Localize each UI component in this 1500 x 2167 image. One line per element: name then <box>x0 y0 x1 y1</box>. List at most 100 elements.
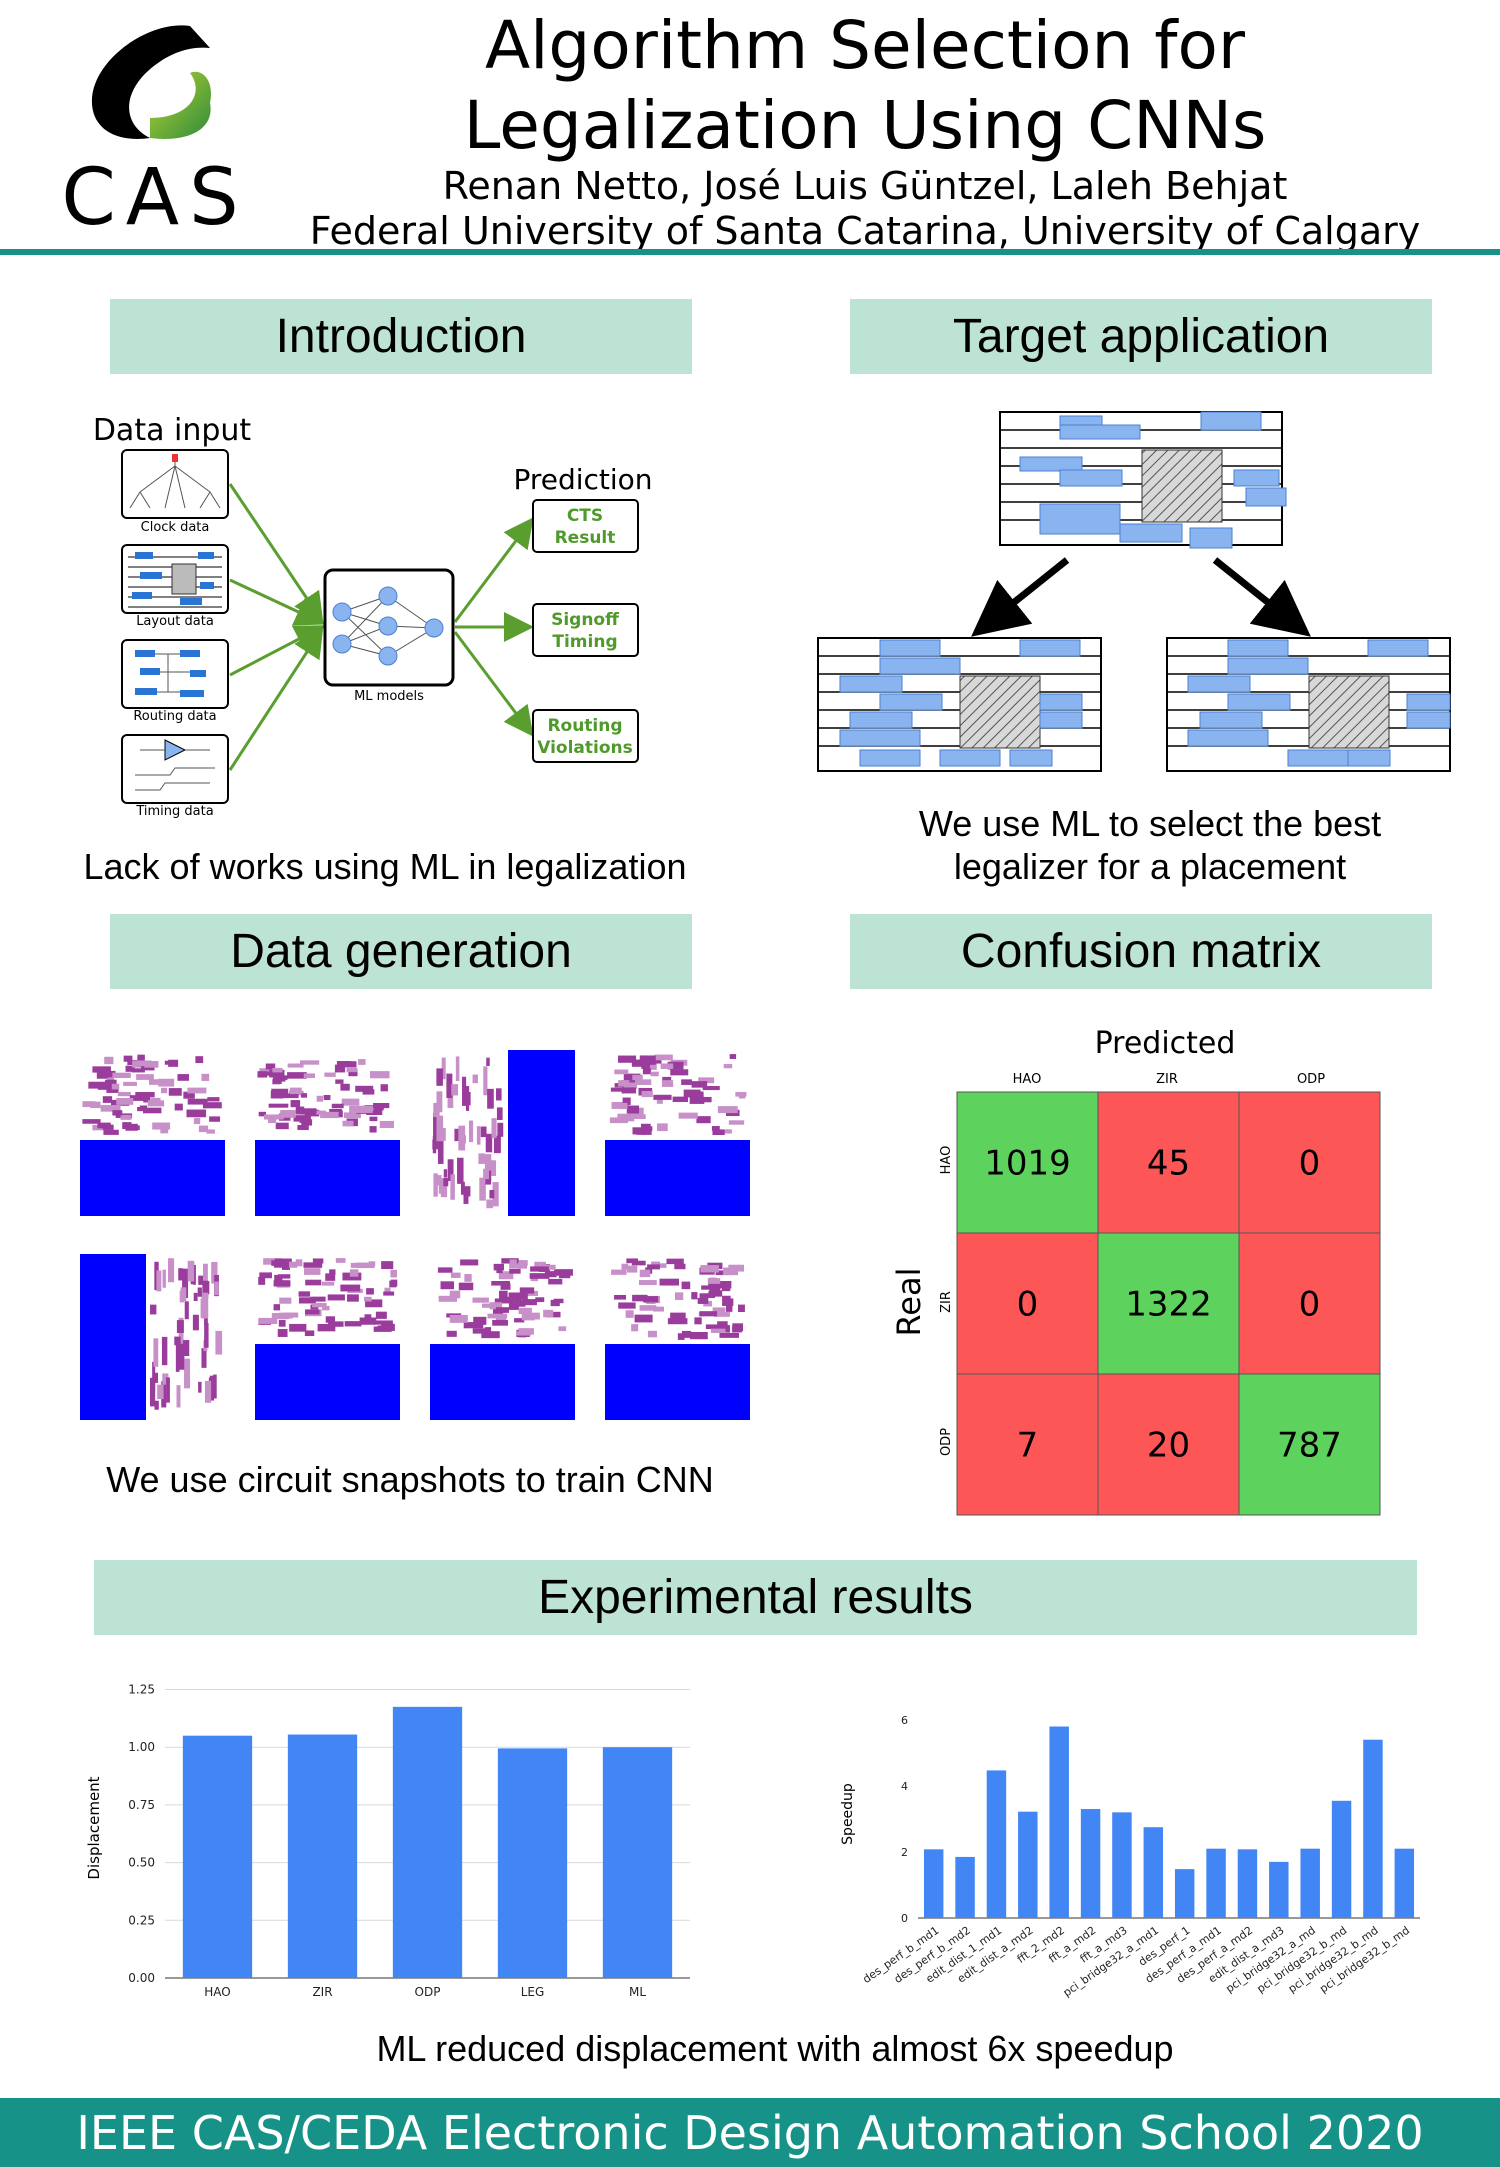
y-tick-label: 1.00 <box>128 1740 155 1754</box>
confusion-cell <box>956 1232 1099 1375</box>
bar <box>182 1735 253 1978</box>
confusion-cell <box>1238 1232 1381 1375</box>
bar <box>955 1856 975 1918</box>
bar <box>1237 1849 1258 1918</box>
bar <box>497 1748 568 1978</box>
snapshot-tile <box>605 1258 750 1420</box>
placement-original <box>999 411 1287 549</box>
cas-logo: CAS <box>40 18 270 238</box>
bar <box>1049 1726 1069 1918</box>
bar <box>392 1706 463 1978</box>
confusion-cell-value: 787 <box>1277 1426 1342 1466</box>
ml-models-label: ML models <box>354 689 424 704</box>
real-label: Real <box>890 1268 928 1337</box>
confusion-matrix-svg: Predicted HAO ZIR ODP Real HAO ZIR ODP 1… <box>890 1026 1381 1516</box>
y-tick-label: 0.75 <box>128 1798 155 1812</box>
output-cts-box: CTS Result <box>532 499 639 553</box>
confusion-cell-value: 20 <box>1147 1426 1190 1466</box>
bar <box>1363 1739 1383 1918</box>
bar <box>1018 1811 1038 1918</box>
x-tick-label: LEG <box>521 1985 545 1999</box>
bar <box>1206 1848 1226 1918</box>
layout-data-label: Layout data <box>136 614 214 629</box>
authors: Renan Netto, José Luis Güntzel, Laleh Be… <box>442 164 1288 208</box>
output-routing-box: Routing Violations <box>532 709 639 763</box>
confusion-cell-value: 0 <box>1299 1144 1321 1184</box>
snapshot-grid <box>80 1050 750 1422</box>
split-arrows <box>971 557 1311 637</box>
row-label-odp: ODP <box>939 1428 954 1456</box>
snapshot-tile <box>605 1054 750 1216</box>
bar <box>986 1770 1007 1918</box>
snapshot-tile <box>432 1050 575 1216</box>
bar <box>287 1734 358 1978</box>
experimental-heading: Experimental results <box>94 1560 1417 1635</box>
confusion-cell <box>1238 1091 1381 1234</box>
bar <box>1174 1869 1195 1918</box>
layout-data-box <box>121 544 229 614</box>
confusion-cell-value: 7 <box>1017 1426 1039 1466</box>
x-tick-label: ML <box>629 1985 646 1999</box>
y-tick-label: 0.00 <box>128 1971 155 1985</box>
y-tick-label: 6 <box>901 1714 908 1727</box>
bar <box>1143 1827 1164 1918</box>
output-arrows <box>453 517 534 737</box>
confusion-cell-value: 1322 <box>1125 1285 1212 1325</box>
snapshot-tile <box>80 1054 225 1216</box>
output-cts-line2: Result <box>555 528 616 548</box>
y-tick-label: 4 <box>901 1780 908 1793</box>
confusion-cell <box>956 1373 1099 1516</box>
bar <box>1394 1848 1415 1918</box>
output-signoff-line1: Signoff <box>551 610 619 630</box>
col-label-zir: ZIR <box>1156 1072 1178 1087</box>
bar <box>1112 1812 1132 1918</box>
output-cts-line1: CTS <box>567 506 603 526</box>
y-tick-label: 0 <box>901 1912 908 1925</box>
confusion-matrix: Predicted HAO ZIR ODP Real HAO ZIR ODP 1… <box>880 1020 1400 1520</box>
intro-diagram-svg: Data input Clock data Layout data Routin… <box>93 413 653 819</box>
y-tick-label: 0.25 <box>128 1913 155 1927</box>
clock-data-label: Clock data <box>141 520 210 535</box>
col-label-hao: HAO <box>1013 1072 1042 1087</box>
row-label-hao: HAO <box>939 1146 954 1175</box>
col-label-odp: ODP <box>1297 1072 1325 1087</box>
intro-diagram: Data input Clock data Layout data Routin… <box>80 400 700 830</box>
ml-model-box <box>323 568 455 687</box>
y-tick-label: 1.25 <box>128 1683 155 1697</box>
intro-heading: Introduction <box>110 299 692 374</box>
poster-title-line2: Legalization Using CNNs <box>463 87 1267 164</box>
y-tick-label: 2 <box>901 1846 908 1859</box>
target-caption-line2: legalizer for a placement <box>953 846 1347 887</box>
confusion-cell-value: 0 <box>1017 1285 1039 1325</box>
bar <box>1331 1800 1352 1918</box>
snapshot-grid-svg <box>80 1050 750 1420</box>
datagen-caption: We use circuit snapshots to train CNN <box>106 1459 714 1500</box>
affiliations: Federal University of Santa Catarina, Un… <box>309 209 1421 253</box>
footer-banner: IEEE CAS/CEDA Electronic Design Automati… <box>0 2098 1500 2167</box>
confusion-cell <box>1097 1232 1240 1375</box>
snapshot-tile <box>80 1254 223 1420</box>
confusion-cell-value: 1019 <box>984 1144 1071 1184</box>
input-arrows <box>228 483 326 771</box>
routing-data-box <box>121 639 229 709</box>
snapshot-tile <box>255 1059 400 1216</box>
x-tick-label: ZIR <box>312 1985 332 1999</box>
bar <box>1300 1848 1320 1918</box>
snapshot-tile <box>430 1258 575 1420</box>
datagen-heading: Data generation <box>110 914 692 989</box>
x-tick-label: ODP <box>415 1985 441 1999</box>
header-divider <box>0 249 1500 255</box>
bar <box>1269 1861 1289 1918</box>
confusion-heading: Confusion matrix <box>850 914 1432 989</box>
timing-data-box <box>121 734 229 804</box>
target-caption-line1: We use ML to select the best <box>918 803 1382 844</box>
y-axis-label: Displacement <box>85 1776 103 1879</box>
y-tick-label: 0.50 <box>128 1856 155 1870</box>
placement-legalizer-b <box>1166 637 1451 772</box>
confusion-cell-value: 45 <box>1147 1144 1190 1184</box>
output-signoff-box: Signoff Timing <box>532 603 639 657</box>
